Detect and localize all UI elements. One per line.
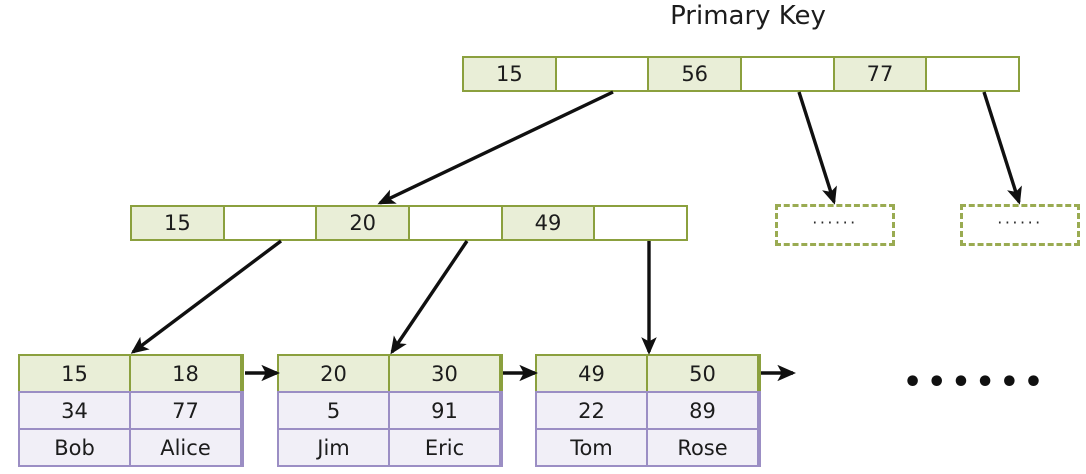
leaf-1-name-cell-1[interactable]: Bob (20, 430, 131, 465)
leaf-1-name-row: Bob Alice (18, 428, 244, 467)
leaf-3-key-row: 49 50 (535, 354, 761, 391)
leaf-node-2[interactable]: 20 30 5 91 Jim Eric (277, 354, 503, 467)
leaf-1-name-cell-2[interactable]: Alice (131, 430, 242, 465)
leaf-2-name-cell-1[interactable]: Jim (279, 430, 390, 465)
root-index-node[interactable]: 15 56 77 (462, 56, 1020, 92)
leaf-2-key-row: 20 30 (277, 354, 503, 391)
edge-internal-to-leaf-2 (390, 240, 469, 355)
leaf-node-1[interactable]: 15 18 34 77 Bob Alice (18, 354, 244, 467)
leaf-3-key-cell-1[interactable]: 49 (537, 356, 648, 391)
leaf-1-key-cell-2[interactable]: 18 (131, 356, 242, 391)
leaf-2-key-cell-2[interactable]: 30 (390, 356, 501, 391)
root-cell-key-3[interactable]: 77 (834, 58, 928, 90)
internal-cell-key-1[interactable]: 15 (132, 207, 225, 239)
root-cell-key-1[interactable]: 15 (464, 58, 557, 90)
leaf-2-key-cell-1[interactable]: 20 (279, 356, 390, 391)
internal-cell-key-3[interactable]: 49 (502, 207, 596, 239)
leaf-2-value-cell-1[interactable]: 5 (279, 393, 390, 428)
leaf-3-name-cell-1[interactable]: Tom (537, 430, 648, 465)
leaf-1-value-cell-1[interactable]: 34 (20, 393, 131, 428)
root-cell-key-2[interactable]: 56 (649, 58, 743, 90)
edge-root-to-internal (377, 90, 614, 205)
placeholder-subtree-1[interactable]: ······ (775, 204, 895, 246)
leaf-3-value-cell-1[interactable]: 22 (537, 393, 648, 428)
root-cell-pointer-1[interactable] (556, 58, 650, 90)
page-title: Primary Key (670, 1, 826, 31)
root-cell-pointer-2[interactable] (742, 58, 835, 90)
leaf-3-name-row: Tom Rose (535, 428, 761, 467)
internal-cell-key-2[interactable]: 20 (317, 207, 411, 239)
internal-cell-pointer-2[interactable] (410, 207, 503, 239)
leaf-3-key-cell-2[interactable]: 50 (648, 356, 759, 391)
leaf-1-value-row: 34 77 (18, 391, 244, 428)
root-cell-pointer-3[interactable] (927, 58, 1019, 90)
leaf-2-value-cell-2[interactable]: 91 (390, 393, 501, 428)
leaf-2-value-row: 5 91 (277, 391, 503, 428)
leaf-2-name-row: Jim Eric (277, 428, 503, 467)
leaf-3-value-row: 22 89 (535, 391, 761, 428)
placeholder-dots-2: ······ (997, 213, 1043, 232)
edge-root-to-placeholder-2 (982, 91, 1022, 205)
leaf-1-key-cell-1[interactable]: 15 (20, 356, 131, 391)
leaf-2-name-cell-2[interactable]: Eric (390, 430, 501, 465)
edge-root-to-placeholder-1 (797, 91, 837, 205)
placeholder-subtree-2[interactable]: ······ (960, 204, 1080, 246)
edge-internal-to-leaf-1 (130, 239, 283, 354)
leaf-3-value-cell-2[interactable]: 89 (648, 393, 759, 428)
trailing-ellipsis: •••••• (903, 365, 1049, 400)
internal-cell-pointer-3[interactable] (595, 207, 687, 239)
leaf-1-value-cell-2[interactable]: 77 (131, 393, 242, 428)
leaf-node-3[interactable]: 49 50 22 89 Tom Rose (535, 354, 761, 467)
leaf-3-name-cell-2[interactable]: Rose (648, 430, 759, 465)
leaf-1-key-row: 15 18 (18, 354, 244, 391)
internal-index-node[interactable]: 15 20 49 (130, 205, 688, 241)
placeholder-dots-1: ······ (812, 213, 858, 232)
internal-cell-pointer-1[interactable] (224, 207, 318, 239)
